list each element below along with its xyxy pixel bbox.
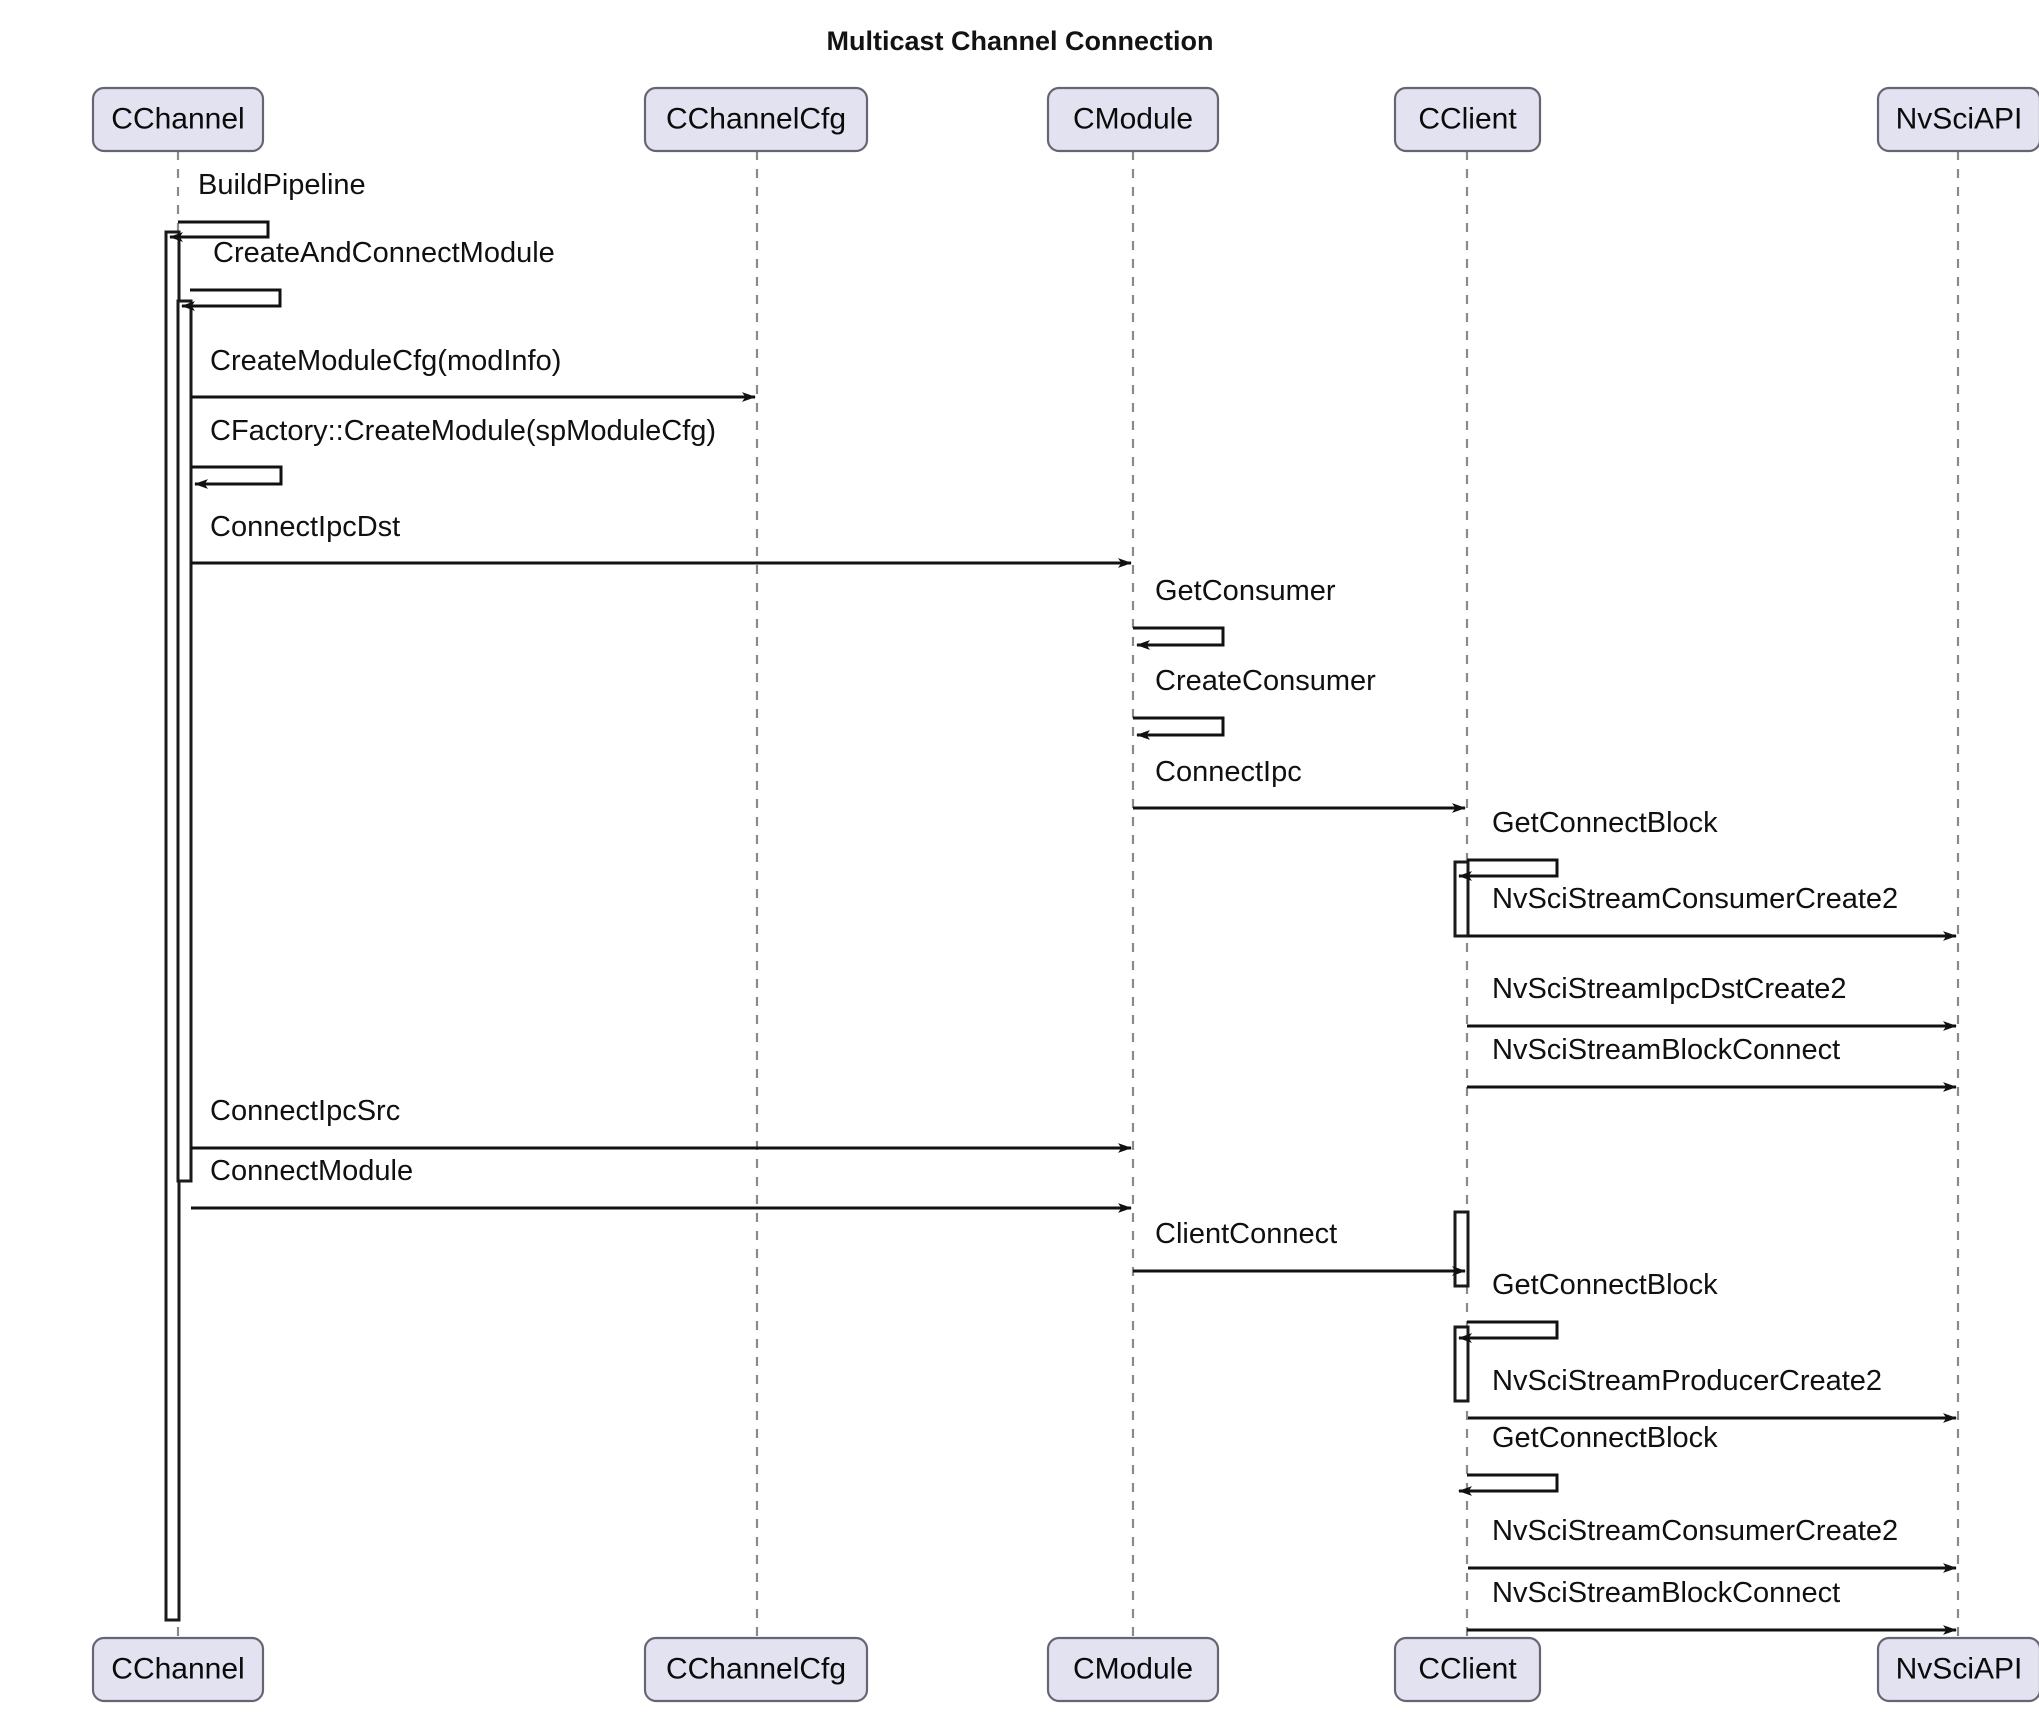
message-m4: CFactory::CreateModule(spModuleCfg) — [191, 415, 716, 489]
participant-label: CClient — [1418, 102, 1517, 135]
message-line-self — [1458, 858, 1559, 881]
message-label: GetConnectBlock — [1492, 1269, 1718, 1301]
message-label: ConnectIpcSrc — [210, 1095, 400, 1127]
messages-layer: BuildPipelineCreateAndConnectModuleCreat… — [169, 169, 1957, 1635]
participant-header-cchannelcfg[interactable]: CChannelCfg — [643, 86, 869, 153]
message-label: NvSciStreamConsumerCreate2 — [1492, 883, 1898, 915]
message-m13: ConnectIpcSrc — [191, 1095, 1132, 1153]
participant-box[interactable] — [643, 1636, 869, 1703]
message-m3: CreateModuleCfg(modInfo) — [191, 345, 756, 402]
message-m16: GetConnectBlock — [1458, 1269, 1718, 1343]
message-m2: CreateAndConnectModule — [181, 237, 555, 311]
message-label: CreateAndConnectModule — [213, 237, 555, 269]
participant-header-cchannel[interactable]: CChannel — [91, 86, 265, 153]
message-m19: NvSciStreamConsumerCreate2 — [1468, 1515, 1957, 1573]
message-label: CreateModuleCfg(modInfo) — [210, 345, 561, 377]
message-line-self — [181, 288, 282, 311]
participant-label: CChannel — [111, 1652, 244, 1685]
activation-bar-cclient — [1453, 1325, 1470, 1403]
message-label: GetConsumer — [1155, 575, 1336, 607]
participant-box[interactable] — [1046, 1636, 1220, 1703]
participant-footer-nvsciapi[interactable]: NvSciAPI — [1876, 1636, 2039, 1703]
participant-footer-cchannel[interactable]: CChannel — [91, 1636, 265, 1703]
message-label: NvSciStreamProducerCreate2 — [1492, 1365, 1882, 1397]
message-line-self — [1133, 626, 1225, 650]
message-line-self — [1458, 1473, 1559, 1496]
participant-header-nvsciapi[interactable]: NvSciAPI — [1876, 86, 2039, 153]
participant-box[interactable] — [1876, 86, 2039, 153]
message-label: ConnectIpcDst — [210, 511, 400, 543]
message-m15: ClientConnect — [1133, 1218, 1466, 1276]
message-label: NvSciStreamBlockConnect — [1492, 1034, 1840, 1066]
message-line-self — [191, 465, 283, 489]
participant-label: CModule — [1073, 102, 1193, 135]
message-m1: BuildPipeline — [169, 169, 366, 242]
message-label: ConnectModule — [210, 1155, 413, 1187]
participant-box[interactable] — [1393, 86, 1542, 153]
participant-footer-cmodule[interactable]: CModule — [1046, 1636, 1220, 1703]
message-label: NvSciStreamBlockConnect — [1492, 1577, 1840, 1609]
message-label: CreateConsumer — [1155, 665, 1376, 697]
message-m17: NvSciStreamProducerCreate2 — [1468, 1365, 1957, 1423]
message-label: NvSciStreamIpcDstCreate2 — [1492, 973, 1847, 1005]
message-label: NvSciStreamConsumerCreate2 — [1492, 1515, 1898, 1547]
participant-label: NvSciAPI — [1896, 102, 2023, 135]
participant-label: CChannelCfg — [666, 1652, 846, 1685]
participant-label: CModule — [1073, 1652, 1193, 1685]
participant-header-cmodule[interactable]: CModule — [1046, 86, 1220, 153]
activation-bar-cclient — [1453, 860, 1470, 938]
participant-footer-cclient[interactable]: CClient — [1393, 1636, 1542, 1703]
activation-bar-cchannel — [176, 299, 193, 1183]
message-label: BuildPipeline — [198, 169, 366, 201]
participant-box[interactable] — [91, 1636, 265, 1703]
message-label: GetConnectBlock — [1492, 1422, 1718, 1454]
message-label: ConnectIpc — [1155, 756, 1302, 788]
participant-box[interactable] — [1046, 86, 1220, 153]
message-line-self — [1458, 1320, 1559, 1343]
message-m8: ConnectIpc — [1133, 756, 1466, 813]
message-m6: GetConsumer — [1133, 575, 1336, 650]
message-m10: NvSciStreamConsumerCreate2 — [1468, 883, 1957, 941]
participant-footer-cchannelcfg[interactable]: CChannelCfg — [643, 1636, 869, 1703]
message-line-self — [169, 220, 270, 242]
message-m11: NvSciStreamIpcDstCreate2 — [1467, 973, 1957, 1031]
participant-label: CClient — [1418, 1652, 1517, 1685]
message-label: GetConnectBlock — [1492, 807, 1718, 839]
message-line-self — [1133, 716, 1225, 740]
participant-box[interactable] — [1393, 1636, 1542, 1703]
message-m14: ConnectModule — [191, 1155, 1132, 1213]
message-m20: NvSciStreamBlockConnect — [1467, 1577, 1957, 1635]
message-m18: GetConnectBlock — [1458, 1422, 1718, 1496]
participant-box[interactable] — [91, 86, 265, 153]
diagram-title: Multicast Channel Connection — [826, 26, 1213, 56]
participant-box[interactable] — [1876, 1636, 2039, 1703]
participant-label: CChannel — [111, 102, 244, 135]
message-m12: NvSciStreamBlockConnect — [1467, 1034, 1957, 1092]
participant-box[interactable] — [643, 86, 869, 153]
participant-label: CChannelCfg — [666, 102, 846, 135]
message-m7: CreateConsumer — [1133, 665, 1376, 740]
message-m9: GetConnectBlock — [1458, 807, 1718, 881]
message-m5: ConnectIpcDst — [191, 511, 1132, 568]
message-label: CFactory::CreateModule(spModuleCfg) — [210, 415, 716, 447]
message-label: ClientConnect — [1155, 1218, 1337, 1250]
participant-label: NvSciAPI — [1896, 1652, 2023, 1685]
participant-header-cclient[interactable]: CClient — [1393, 86, 1542, 153]
activation-bar-cclient — [1453, 1210, 1470, 1288]
actors-layer: CChannelCChannelCChannelCfgCChannelCfgCM… — [91, 86, 2039, 1703]
